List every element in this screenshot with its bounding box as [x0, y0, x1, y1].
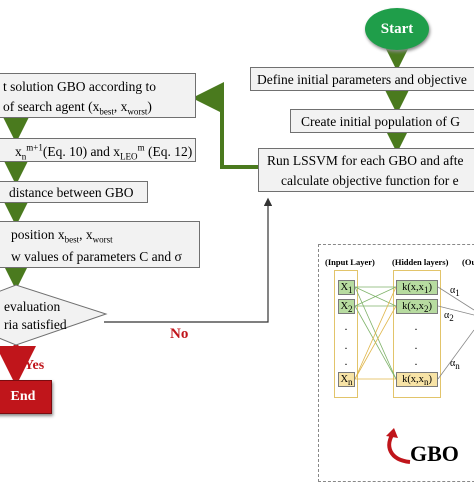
position-text: position xbest, xworst	[11, 227, 113, 245]
distance-text: distance between GBO	[9, 185, 134, 200]
define-params-box: Define initial parameters and objective	[250, 67, 474, 91]
output-layer-label: (Ou	[462, 257, 474, 267]
hidden-layers-label: (Hidden layers)	[392, 257, 449, 267]
create-population-text: Create initial population of G	[301, 114, 460, 129]
input-dot-1: ·	[344, 322, 348, 336]
evaluation-line2: ria satisfied	[4, 317, 67, 332]
decision-diamond	[0, 284, 108, 346]
input-dot-3: ·	[344, 357, 348, 371]
update-gbo-line2: of search agent (xbest, xworst)	[3, 99, 152, 117]
arrow-no	[104, 197, 273, 323]
gbo-logo-text: GBO	[410, 441, 459, 466]
input-node-x1: X1	[338, 280, 355, 295]
input-layer-label: (Input Layer)	[325, 257, 375, 267]
alpha-1: α1	[450, 285, 460, 298]
input-node-x2: X2	[338, 299, 355, 314]
update-gbo-box: t solution GBO according to of search ag…	[0, 73, 196, 118]
input-node-xn: Xn	[338, 372, 355, 387]
hidden-column	[393, 270, 441, 398]
yes-label: Yes	[24, 358, 45, 373]
alpha-2: α2	[444, 310, 454, 323]
input-column	[334, 270, 358, 398]
hidden-node-2: k(x,x2)	[396, 299, 438, 314]
hidden-dot-2: ·	[414, 341, 418, 355]
xn-equation-box: xnm+1(Eq. 10) and xLEOm (Eq. 12)	[0, 138, 196, 162]
define-params-text: Define initial parameters and objective	[257, 72, 467, 87]
hidden-node-1: k(x,x1)	[396, 280, 438, 295]
new-values-text: w values of parameters C and σ	[11, 249, 182, 264]
run-lssvm-box: Run LSSVM for each GBO and afte calculat…	[258, 148, 474, 192]
alpha-n: αn	[450, 358, 460, 371]
evaluation-line1: evaluation	[4, 299, 61, 314]
start-node: Start	[365, 8, 429, 50]
hidden-dot-1: ·	[414, 322, 418, 336]
hidden-dot-3: ·	[414, 357, 418, 371]
arrow-run-update	[192, 82, 258, 169]
update-gbo-line1: t solution GBO according to	[3, 79, 156, 94]
create-population-box: Create initial population of G	[290, 109, 474, 133]
end-node: End	[0, 380, 52, 414]
run-lssvm-line1: Run LSSVM for each GBO and afte	[267, 153, 464, 168]
position-box: position xbest, xworst w values of param…	[0, 221, 200, 268]
xn-equation-text: xnm+1(Eq. 10) and xLEOm (Eq. 12)	[15, 142, 193, 162]
run-lssvm-line2: calculate objective function for e	[281, 173, 459, 188]
end-label: End	[10, 389, 36, 404]
input-dot-2: ·	[344, 341, 348, 355]
no-label: No	[170, 326, 189, 342]
distance-box: distance between GBO	[0, 181, 148, 203]
start-label: Start	[380, 21, 414, 37]
hidden-node-n: k(x,xn)	[396, 372, 438, 387]
